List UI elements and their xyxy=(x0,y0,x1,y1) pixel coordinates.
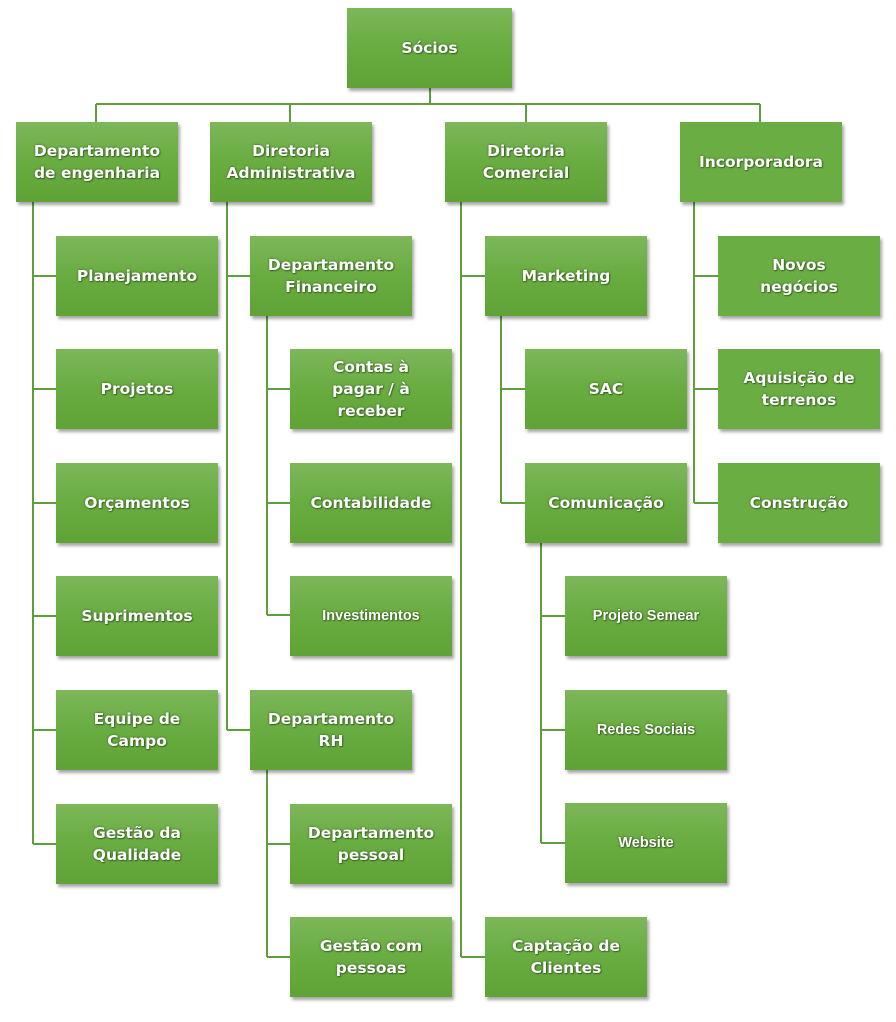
node-label: Incorporadora xyxy=(699,153,823,171)
node-label: Gestão com pessoas xyxy=(319,937,423,977)
node-label: Planejamento xyxy=(76,267,198,285)
node-marketing: Marketing xyxy=(485,236,647,316)
node-label: Redes Sociais xyxy=(596,722,696,738)
node-label: Departamento pessoal xyxy=(307,824,435,864)
node-label: Construção xyxy=(749,494,849,512)
node-aquisicao-terrenos: Aquisição de terrenos xyxy=(718,349,880,429)
connector-financeiro xyxy=(266,315,290,616)
node-label: Novos negócios xyxy=(760,256,838,296)
node-label: SAC xyxy=(588,380,624,398)
connector-incorporadora xyxy=(693,200,718,504)
node-gestao-pessoas: Gestão com pessoas xyxy=(290,917,452,997)
connector-marketing xyxy=(500,315,525,504)
connector-comercial xyxy=(460,200,485,958)
node-comunicacao: Comunicação xyxy=(525,463,687,543)
node-label: Gestão da Qualidade xyxy=(92,824,182,864)
node-label: Comunicação xyxy=(548,494,664,512)
node-planejamento: Planejamento xyxy=(56,236,218,316)
connector-root xyxy=(95,88,761,122)
node-label: Investimentos xyxy=(322,608,420,624)
node-departamento-engenharia: Departamento de engenharia xyxy=(16,122,178,202)
node-label: Equipe de Campo xyxy=(93,710,181,750)
node-label: Marketing xyxy=(521,267,611,285)
node-gestao-qualidade: Gestão da Qualidade xyxy=(56,804,218,884)
node-label: Contabilidade xyxy=(310,494,432,512)
node-label: Departamento Financeiro xyxy=(267,256,395,296)
node-contas: Contas à pagar / à receber xyxy=(290,349,452,429)
node-contabilidade: Contabilidade xyxy=(290,463,452,543)
node-construcao: Construção xyxy=(718,463,880,543)
node-website: Website xyxy=(565,803,727,883)
node-label: Aquisição de terrenos xyxy=(743,369,855,409)
node-investimentos: Investimentos xyxy=(290,576,452,656)
node-orcamentos: Orçamentos xyxy=(56,463,218,543)
node-sac: SAC xyxy=(525,349,687,429)
node-label: Website xyxy=(618,835,674,851)
node-label: Captação de Clientes xyxy=(511,937,621,977)
node-label: Departamento de engenharia xyxy=(33,142,161,182)
node-diretoria-comercial: Diretoria Comercial xyxy=(445,122,607,202)
connector-comunicacao xyxy=(540,542,565,844)
node-suprimentos: Suprimentos xyxy=(56,576,218,656)
node-label: Sócios xyxy=(401,39,458,57)
node-projetos: Projetos xyxy=(56,349,218,429)
node-label: Departamento RH xyxy=(267,710,395,750)
connector-rh xyxy=(266,770,290,958)
node-incorporadora: Incorporadora xyxy=(680,122,842,202)
node-redes-sociais: Redes Sociais xyxy=(565,690,727,770)
connector-engenharia xyxy=(32,200,56,845)
node-socios: Sócios xyxy=(347,8,512,88)
node-label: Contas à pagar / à receber xyxy=(332,358,410,420)
node-projeto-semear: Projeto Semear xyxy=(565,576,727,656)
node-equipe-campo: Equipe de Campo xyxy=(56,690,218,770)
node-novos-negocios: Novos negócios xyxy=(718,236,880,316)
connector-administrativa xyxy=(226,200,250,731)
node-label: Orçamentos xyxy=(84,494,190,512)
node-departamento-pessoal: Departamento pessoal xyxy=(290,804,452,884)
node-departamento-financeiro: Departamento Financeiro xyxy=(250,236,412,316)
node-label: Projetos xyxy=(100,380,174,398)
node-label: Projeto Semear xyxy=(592,608,700,624)
node-departamento-rh: Departamento RH xyxy=(250,690,412,770)
node-label: Suprimentos xyxy=(81,607,193,625)
node-captacao-clientes: Captação de Clientes xyxy=(485,917,647,997)
node-label: Diretoria Comercial xyxy=(482,142,570,182)
node-label: Diretoria Administrativa xyxy=(226,142,356,182)
node-diretoria-administrativa: Diretoria Administrativa xyxy=(210,122,372,202)
